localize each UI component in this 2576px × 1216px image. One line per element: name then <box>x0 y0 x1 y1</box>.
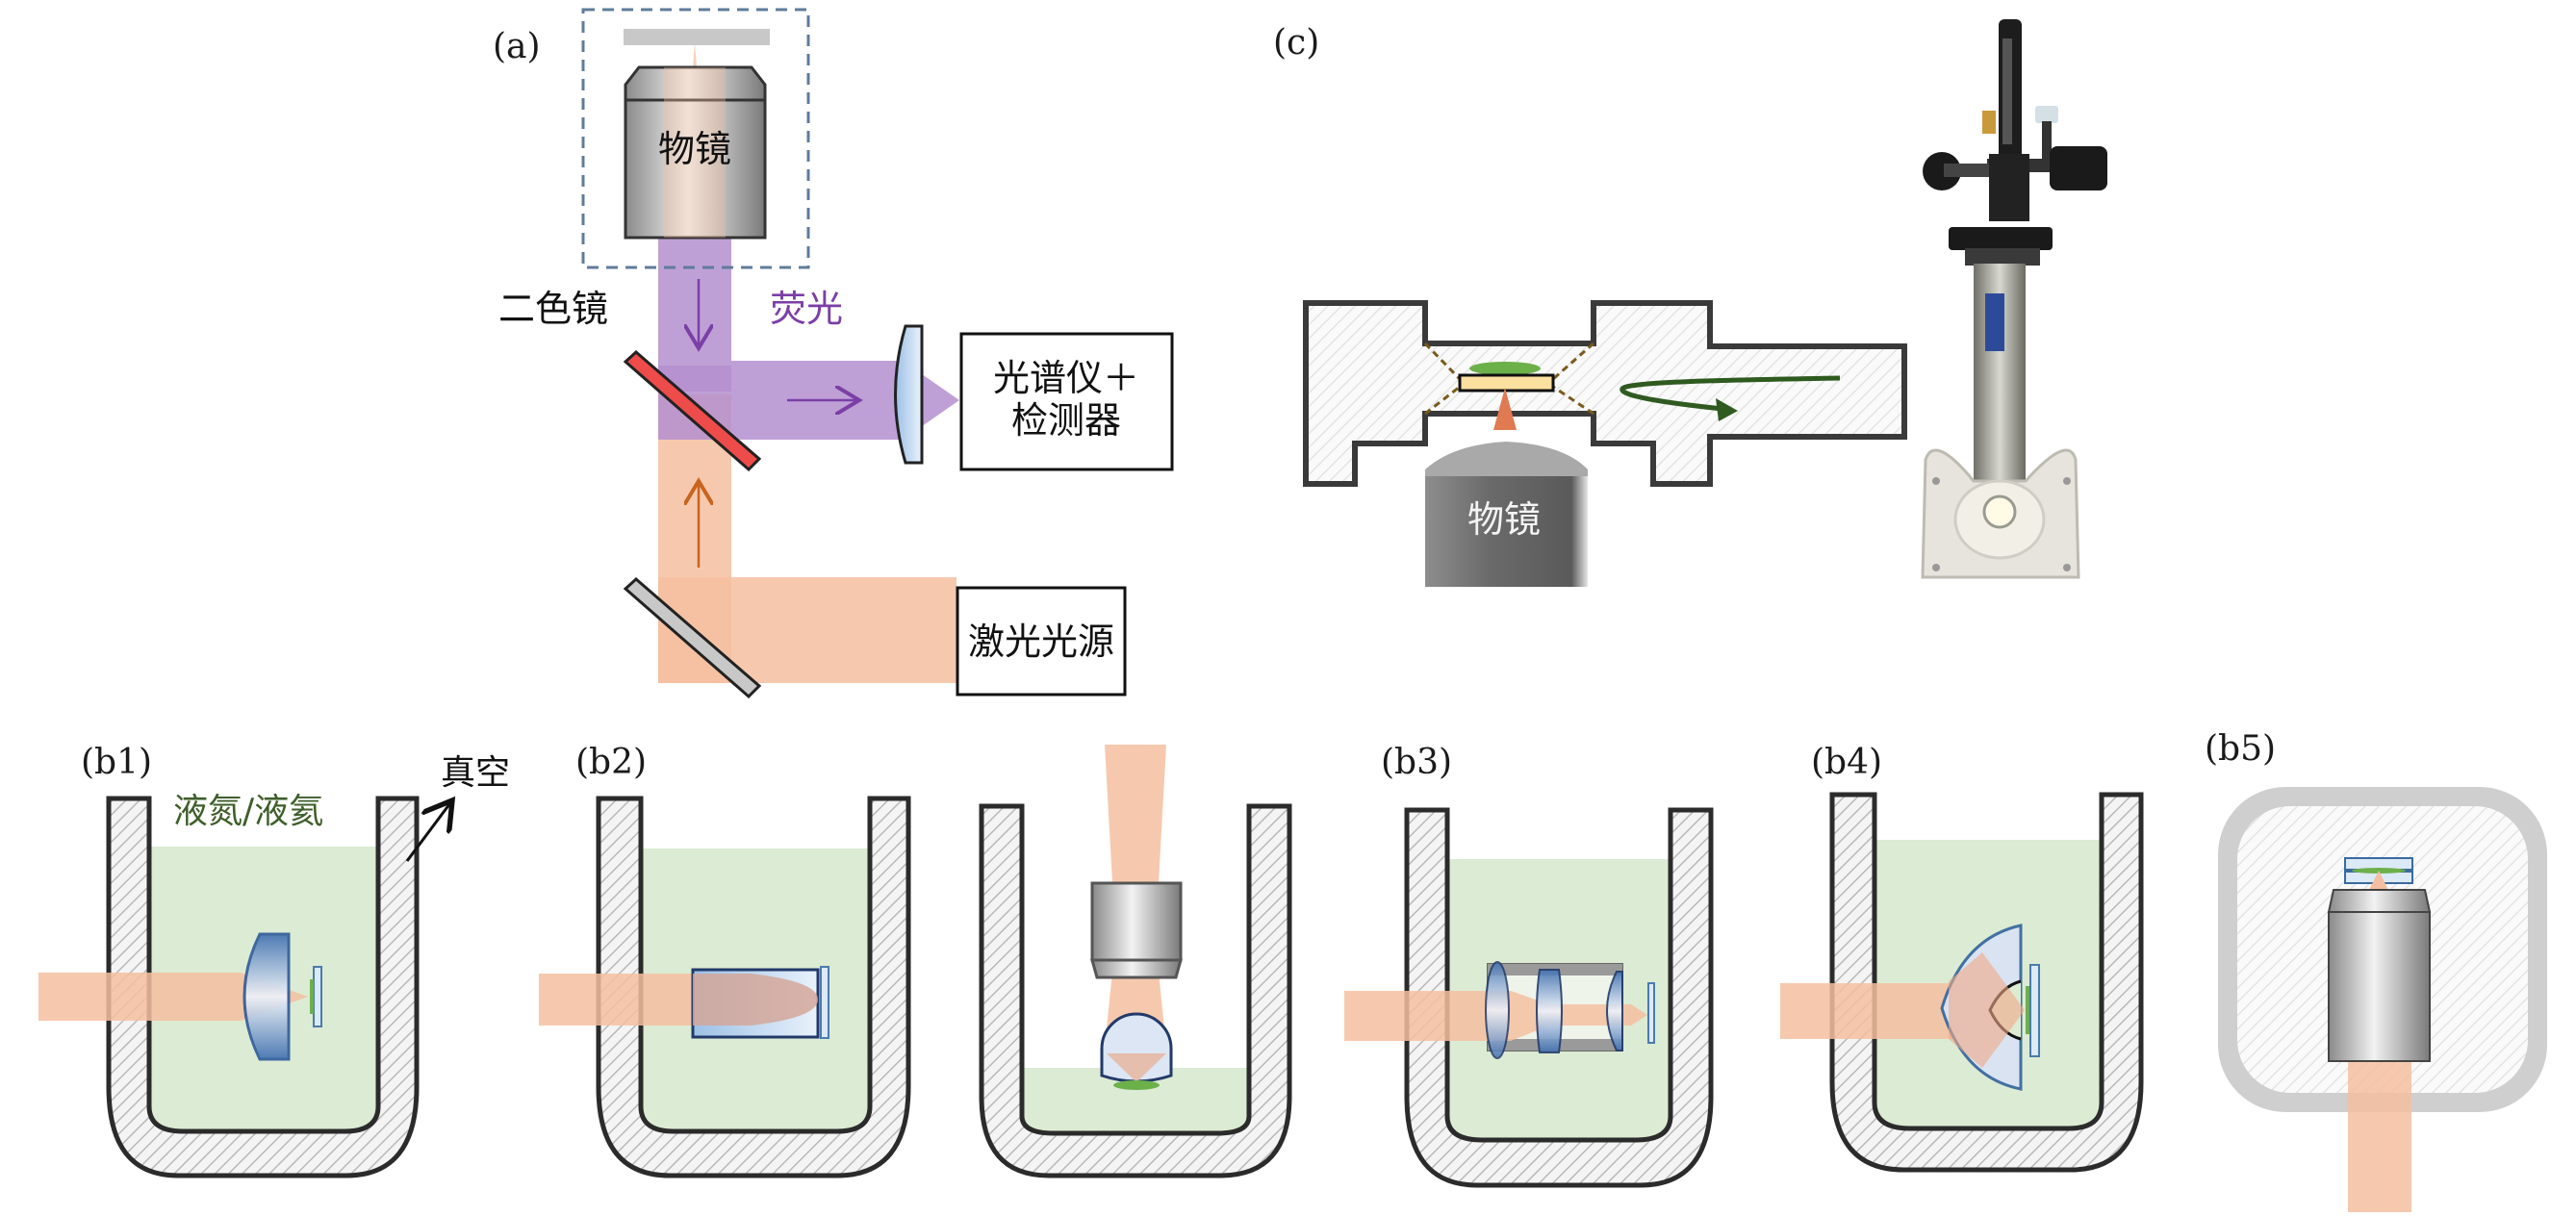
window-b2 <box>820 966 829 1039</box>
objective-b2-variant <box>1090 881 1183 962</box>
laser-source-box <box>956 586 1127 697</box>
lens2-b3 <box>1536 969 1563 1053</box>
light-cone <box>1423 342 1594 416</box>
flow-arrow-head <box>1716 398 1738 421</box>
panel-b5: (b5) <box>2205 729 2547 1212</box>
focused-beam-b5 <box>2369 871 2388 890</box>
panel-b2-label: (b2) <box>575 743 647 782</box>
sample-substrate <box>1458 373 1555 393</box>
objective-c: 物镜 <box>1425 442 1588 587</box>
dewar-b2-variant <box>979 803 1292 1178</box>
objective-b5 <box>2328 911 2431 1062</box>
objective-label-c: 物镜 <box>1467 498 1541 541</box>
lens1-b3 <box>1485 961 1510 1059</box>
panel-b3-label: (b3) <box>1381 743 1452 782</box>
focused-beam-b2 <box>693 974 818 1026</box>
panel-b2: (b2) <box>539 743 911 1178</box>
vacuum-arrow-icon <box>405 800 452 862</box>
panel-b5-label: (b5) <box>2205 729 2276 769</box>
window-b4 <box>2029 964 2040 1057</box>
fluorescence-label: 荧光 <box>770 288 843 330</box>
fluorescence-beam-horizontal <box>658 361 903 440</box>
panel-b4: (b4) <box>1780 743 2144 1173</box>
cryostat-chamber <box>1303 300 1907 487</box>
lens3-b3 <box>1606 971 1623 1051</box>
detector-label-line1: 光谱仪＋ <box>993 357 1139 399</box>
flow-arrow <box>1620 375 1841 413</box>
reflecting-mirror <box>623 576 762 699</box>
laser-cone <box>1493 388 1517 430</box>
objective: 物镜 <box>624 65 767 240</box>
panel-b1-label: (b1) <box>81 743 152 782</box>
sample-plate <box>624 29 770 45</box>
detector-label-line2: 检测器 <box>1011 399 1121 442</box>
dewar-b4 <box>1829 792 2144 1173</box>
vacuum-label: 真空 <box>441 753 510 793</box>
coolant-label: 液氮/液氦 <box>173 792 323 831</box>
panel-c-label: (c) <box>1273 23 1319 63</box>
panel-c: (c) 物镜 <box>1273 19 2107 587</box>
collection-lens <box>894 324 924 465</box>
spectrometer-detector-box <box>959 332 1174 471</box>
panel-b1: (b1) 液氮/液氦 真空 <box>38 743 510 1178</box>
dichroic-label: 二色镜 <box>498 288 608 330</box>
window-b1 <box>313 966 322 1027</box>
dewar-b3 <box>1404 807 1714 1188</box>
sample-b2-variant <box>1113 1080 1160 1090</box>
panel-b2-variant <box>979 745 1292 1178</box>
beam-b2 <box>539 974 693 1026</box>
panel-a-label: (a) <box>493 27 541 66</box>
reflected-rays-b4 <box>1949 952 2025 1068</box>
sample-b4 <box>2026 986 2029 1034</box>
panel-b4-label: (b4) <box>1811 743 1882 782</box>
lens-b1 <box>242 932 291 1061</box>
panel-a: (a) 物镜 二色镜 荧光 光谱 <box>493 8 1174 699</box>
focused-beam-b2-variant <box>1107 1053 1166 1082</box>
objective-label: 物镜 <box>658 128 731 170</box>
panel-b3: (b3) <box>1344 743 1714 1188</box>
beam-b4 <box>1780 983 1953 1039</box>
objective-highlight-box <box>581 8 810 269</box>
dewar-b2 <box>596 796 911 1178</box>
window-b3 <box>1647 982 1655 1044</box>
dewar-b1 <box>106 796 420 1178</box>
cryostat-photo <box>1921 19 2107 579</box>
sample <box>1469 362 1541 375</box>
beam-b1 <box>38 973 308 1021</box>
sample-b1 <box>310 979 314 1014</box>
objective-tip-b5 <box>2327 889 2432 913</box>
laser-label: 激光光源 <box>968 621 1114 663</box>
beam-b2-variant-top <box>1105 745 1166 883</box>
objective-tip-b2-variant <box>1090 958 1183 979</box>
dichroic-mirror <box>623 349 762 472</box>
